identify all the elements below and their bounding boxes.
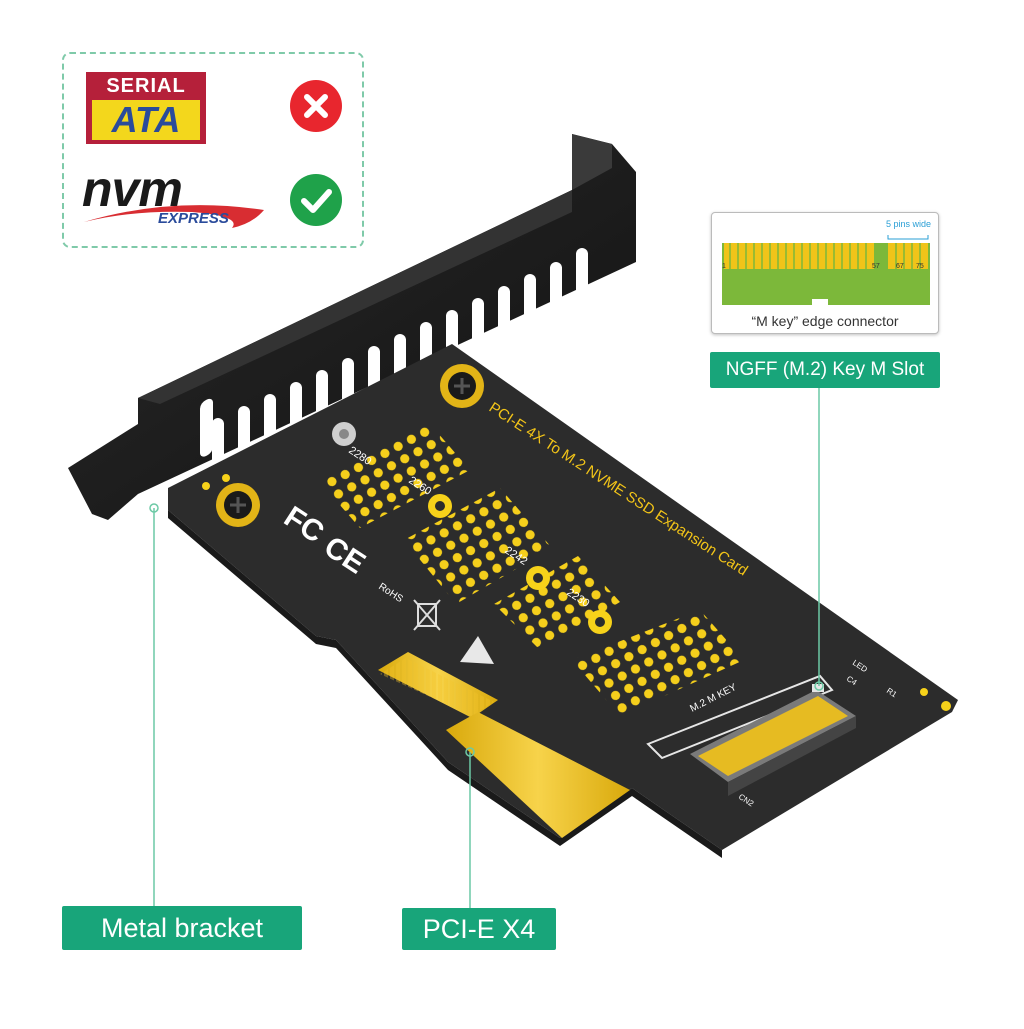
- pcb-board: [168, 344, 958, 858]
- pin-label-67: 67: [896, 263, 904, 270]
- pins-note: 5 pins wide: [886, 219, 932, 229]
- pin-label-75: 75: [916, 263, 924, 270]
- callout-pcie-x4: PCI-E X4: [402, 908, 556, 950]
- nvme-swoosh-icon: [84, 205, 264, 228]
- pin-label-57: 57: [872, 263, 880, 270]
- screw-icon: [216, 483, 260, 527]
- sata-logo-line1: SERIAL: [106, 75, 186, 97]
- callout-leader-lines: [149, 388, 824, 908]
- compatibility-panel: SERIAL ATA nvm EXPRESS: [62, 52, 364, 248]
- esd-warning-icon: [460, 636, 494, 664]
- red-x-icon: [290, 80, 342, 132]
- weee-bin-icon: [413, 599, 441, 631]
- pcie-x4-fingers: [378, 652, 630, 838]
- sata-logo: SERIAL ATA: [86, 72, 206, 144]
- screw-icon: [440, 364, 484, 408]
- callout-m2-slot: NGFF (M.2) Key M Slot: [710, 352, 940, 388]
- nvme-logo-line2: EXPRESS: [158, 210, 229, 227]
- pin-label-1: 1: [722, 263, 726, 270]
- sata-logo-line2: ATA: [92, 100, 200, 140]
- nvme-logo: nvm EXPRESS: [82, 161, 272, 236]
- edge-connector-diagram: [722, 235, 930, 309]
- m-key-inset: 5 pins wide 1 57 67 75 “M key” edge conn…: [711, 212, 939, 334]
- m2-slot: [646, 674, 856, 796]
- metal-bracket: [68, 134, 636, 520]
- inset-caption: “M key” edge connector: [751, 313, 899, 329]
- green-check-icon: [290, 174, 342, 226]
- callout-metal-bracket: Metal bracket: [62, 906, 302, 950]
